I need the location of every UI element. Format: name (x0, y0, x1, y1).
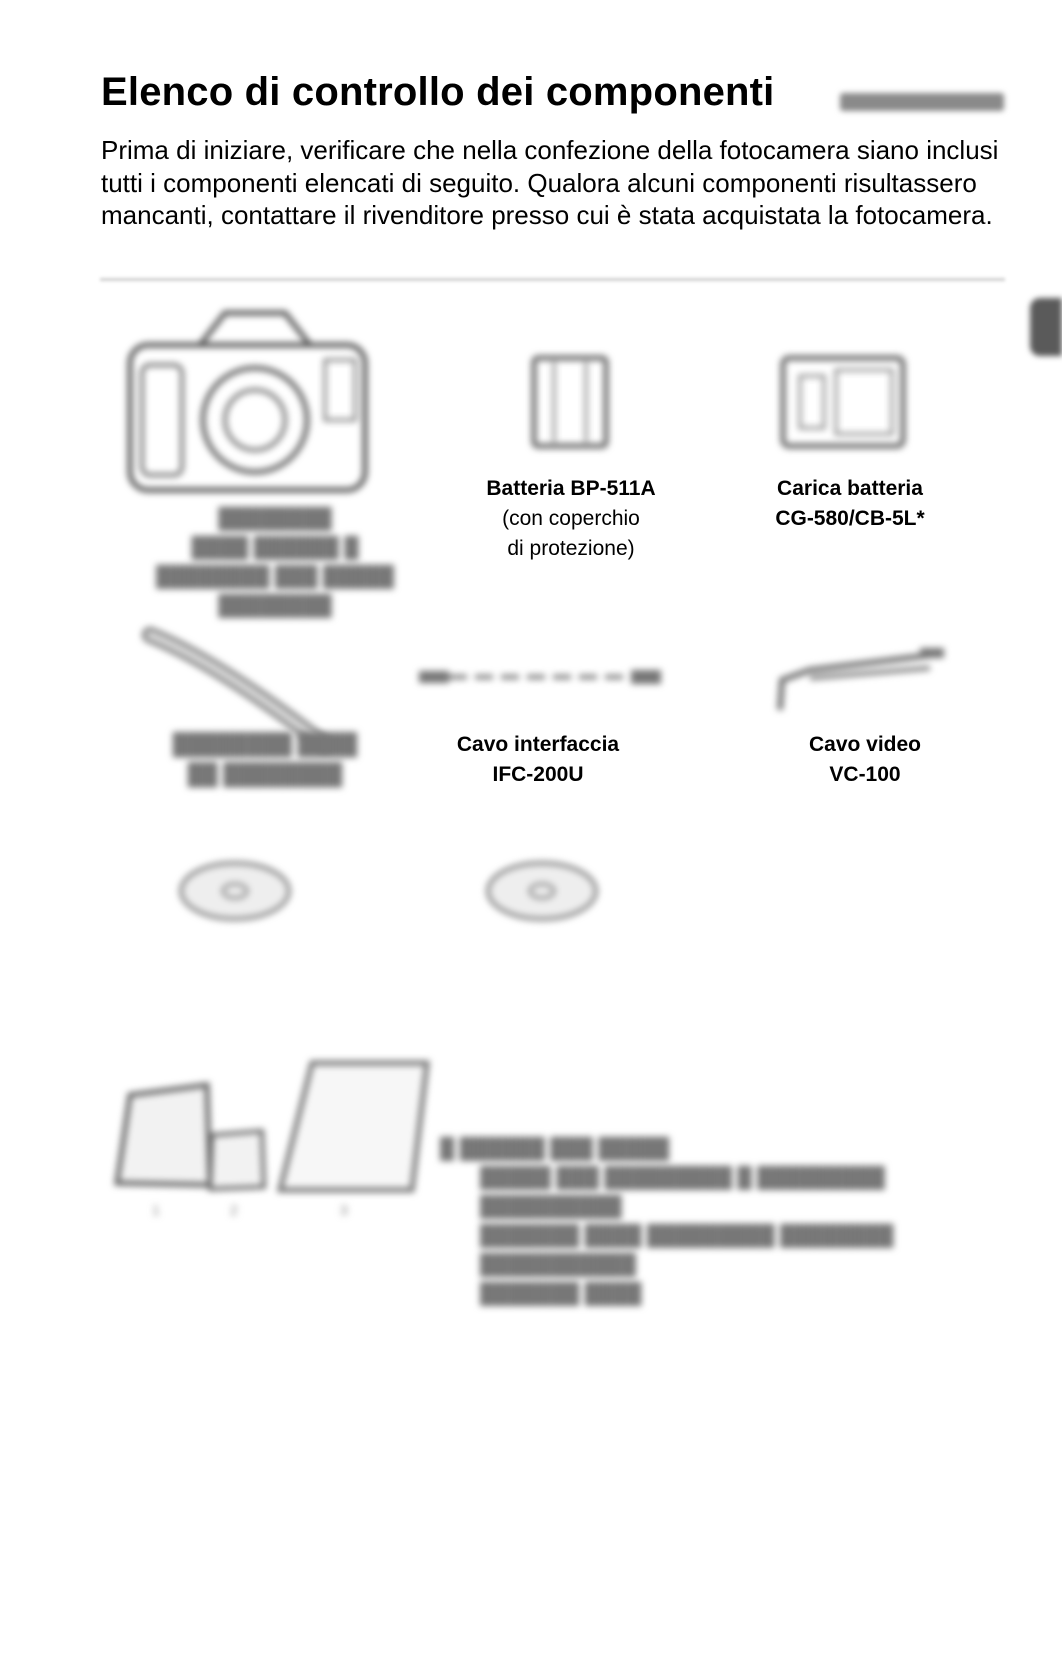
svg-text:3: 3 (340, 1202, 348, 1218)
interface-cable-label: Cavo interfaccia IFC-200U (408, 730, 668, 790)
interface-cable-illustration (419, 670, 661, 684)
intro-paragraph: Prima di iniziare, verificare che nella … (101, 135, 999, 230)
manuals-text: █ ██████ ███ █████ █████ ███ █████████ █… (440, 1138, 894, 1305)
strap-illustration (142, 627, 333, 753)
video-cable-name-line1: Cavo video (808, 733, 922, 756)
chapter-tab (1030, 298, 1062, 356)
video-cable-illustration (777, 648, 944, 711)
charger-name-line1: Carica batteria (777, 477, 923, 500)
divider (100, 278, 1005, 281)
camera-body-illustration (127, 310, 368, 493)
battery-illustration (531, 355, 609, 449)
section-marker-bar (840, 93, 1004, 111)
video-cable-label: Cavo video VC-100 (735, 730, 995, 790)
cd-rom-illustration (486, 861, 598, 921)
battery-name: Batteria BP-511A (486, 477, 656, 500)
charger-illustration (780, 355, 906, 449)
charger-name-line2: CG-580/CB-5L* (775, 507, 925, 530)
battery-note-line1: (con coperchio (502, 507, 640, 530)
battery-label: Batteria BP-511A (con coperchio di prote… (442, 474, 700, 564)
video-cable-name-line2: VC-100 (829, 763, 901, 786)
manuals-illustration: 1 2 3 (114, 1060, 430, 1218)
strap-label: ████████ ████ ██ ████████ (172, 733, 358, 786)
interface-cable-name-line2: IFC-200U (492, 763, 584, 786)
page-title: Elenco di controllo dei componenti (101, 70, 775, 114)
svg-text:2: 2 (230, 1202, 238, 1218)
cd-rom-illustration (179, 861, 291, 921)
svg-text:1: 1 (152, 1202, 160, 1218)
battery-note-line2: di protezione) (507, 537, 635, 560)
charger-label: Carica batteria CG-580/CB-5L* (720, 474, 980, 534)
interface-cable-name-line1: Cavo interfaccia (456, 733, 620, 756)
camera-body-label: ████████ ████ ██████ █ ████████ ███ ████… (156, 508, 394, 617)
